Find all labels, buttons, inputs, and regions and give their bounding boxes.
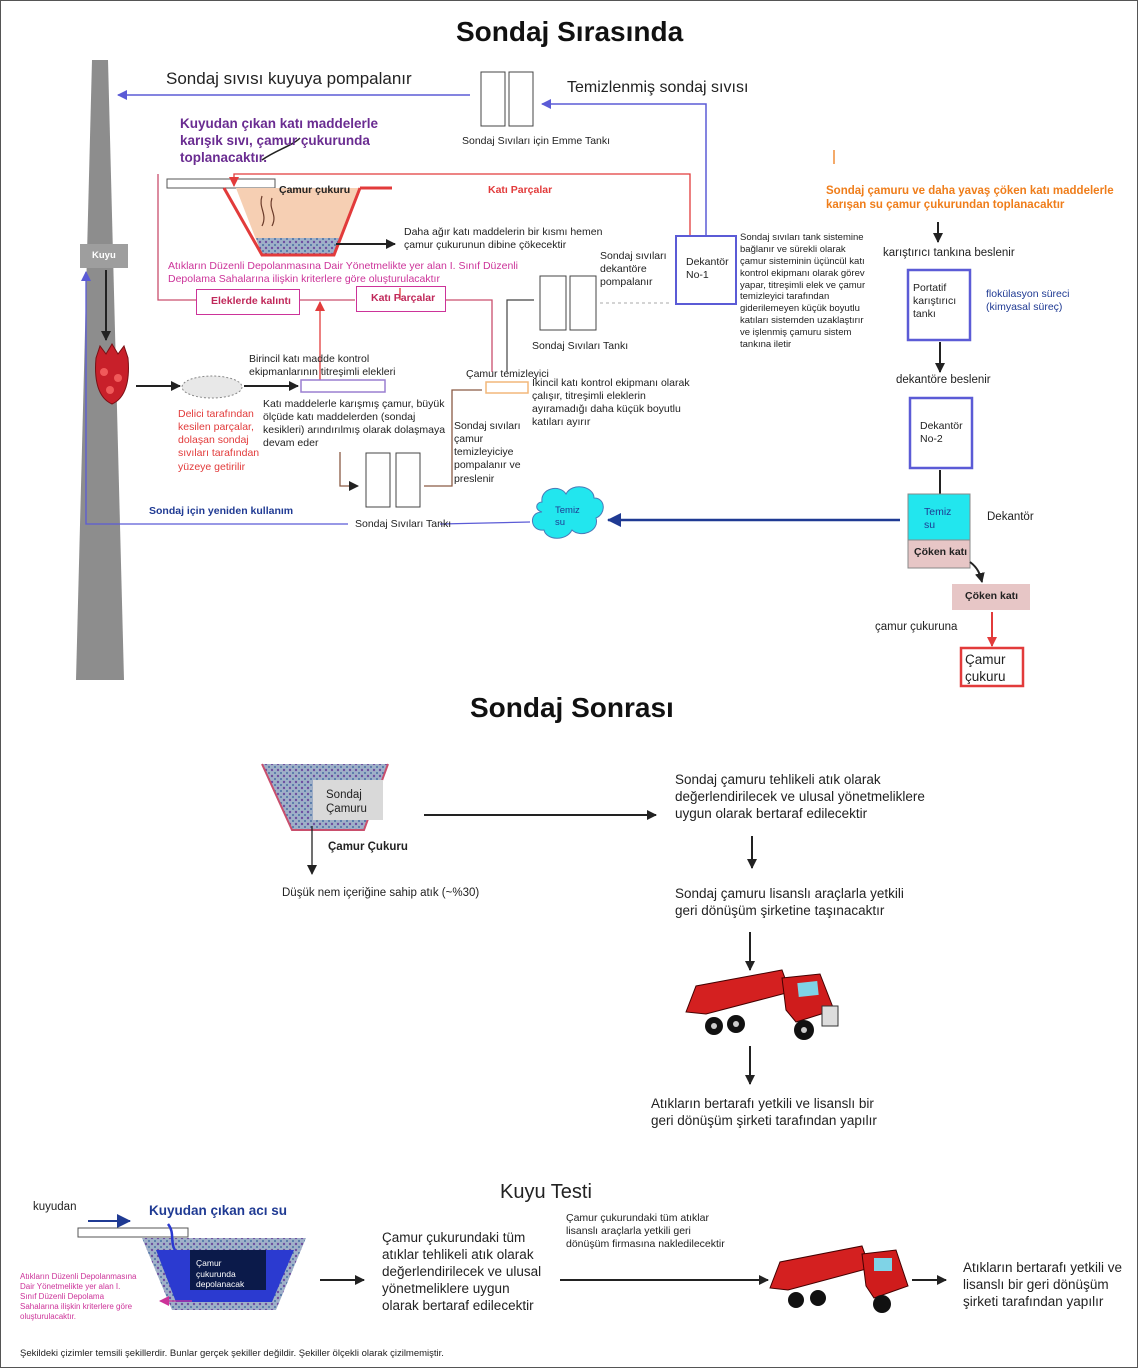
clean-water-label: Temiz su: [924, 506, 952, 532]
cleaned-fluid-label: Temizlenmiş sondaj sıvısı: [567, 79, 749, 96]
footer-note: Şekildeki çizimler temsili şekillerdir. …: [20, 1348, 444, 1359]
during-title: Sondaj Sırasında: [456, 16, 684, 47]
landfill-note: Atıkların Düzenli Depolanmasına Dair Yön…: [168, 260, 518, 286]
solids-label-mid: Katı Parçalar: [371, 292, 436, 304]
primary-sieves-label: Birincil katı madde kontrol ekipmanların…: [249, 353, 396, 379]
test-disposal-label: Atıkların bertarafı yetkili ve lisanslı …: [963, 1260, 1123, 1309]
to-pit-label: çamur çukuruna: [875, 621, 958, 633]
after-title: Sondaj Sonrası: [470, 692, 674, 723]
after-pit-label: Çamur Çukuru: [328, 841, 408, 853]
tanker-truck-icon-2: [769, 1245, 909, 1313]
mud-pit-label: Çamur çukuru: [279, 184, 351, 196]
fluid-tank-low: [365, 452, 421, 508]
flocculation-label: flokülasyon süreci (kimyasal süreç): [986, 288, 1070, 314]
test-landfill-note: Atıkların Düzenli Depolanmasına Dair Yön…: [20, 1272, 137, 1321]
test-transport-label: Çamur çukurundaki tüm atıklar lisanslı a…: [566, 1212, 725, 1251]
secondary-label: İkincil katı kontrol ekipmanı olarak çal…: [532, 377, 690, 429]
fed-to-mixer-label: karıştırıcı tankına beslenir: [883, 247, 1015, 259]
pit-store-label: Çamur çukurunda depolanacak: [196, 1258, 245, 1290]
low-moisture-label: Düşük nem içeriğine sahip atık (~%30): [282, 887, 480, 899]
pit-box-label: Çamur çukuru: [965, 652, 1006, 684]
suction-tank: [480, 71, 534, 127]
after-mud-label: Sondaj Çamuru: [326, 789, 367, 816]
test-hazardous-label: Çamur çukurundaki tüm atıklar tehlikeli …: [382, 1230, 542, 1313]
solids-box: Katı Parçalar: [356, 286, 446, 312]
sieve-residue-box: Eleklerde kalıntı: [196, 289, 300, 315]
heavy-solids-label: Daha ağır katı maddelerin bir kısmı heme…: [404, 226, 603, 252]
from-well-label: kuyudan: [33, 1201, 77, 1213]
brine-label: Kuyudan çıkan acı su: [149, 1203, 288, 1218]
drill-bit-icon: [95, 343, 129, 405]
decanter1-desc: Sondaj sıvıları tank sistemine bağlanır …: [740, 232, 866, 350]
fluid-tank-1-label: Sondaj Sıvıları Tankı: [532, 340, 629, 352]
fed-to-decanter-label: dekantöre beslenir: [896, 374, 991, 386]
settled-label: Çöken katı: [914, 546, 968, 558]
orange-note: Sondaj çamuru ve daha yavaş çöken katı m…: [826, 185, 1114, 212]
settled-label-2: Çöken katı: [965, 590, 1019, 602]
well-label: Kuyu: [92, 250, 116, 261]
tanker-truck-icon: [685, 969, 839, 1040]
mud-pit: [166, 178, 362, 257]
pumped-to-well-label: Sondaj sıvısı kuyuya pompalanır: [166, 69, 412, 88]
decanter2-label: Dekantör No-2: [920, 420, 963, 446]
reuse-label: Sondaj için yeniden kullanım: [149, 505, 294, 517]
test-mud-pit: [77, 1223, 306, 1310]
after-mud-pit: [261, 763, 389, 831]
fluid-tank-mid: [539, 275, 597, 331]
cleaned-circ-label: Katı maddelerle karışmış çamur, büyük öl…: [263, 398, 446, 450]
after-transport-label: Sondaj çamuru lisanslı araçlarla yetkili…: [675, 886, 904, 918]
after-hazardous-label: Sondaj çamuru tehlikeli atık olarak değe…: [675, 772, 925, 821]
cloud-label: Temiz su: [555, 505, 580, 528]
pumped-to-cleaner-label: Sondaj sıvıları çamur temizleyiciye pomp…: [454, 420, 521, 485]
cloud-icon: [532, 486, 604, 539]
pumped-to-decanter-label: Sondaj sıvıları dekantöre pompalanır: [600, 250, 667, 289]
test-title: Kuyu Testi: [500, 1181, 592, 1203]
cuttings-label: Delici tarafından kesilen parçalar, dola…: [178, 408, 260, 473]
sieve-residue-label: Eleklerde kalıntı: [211, 295, 291, 307]
decanter1-label: Dekantör No-1: [686, 256, 729, 282]
portable-mixer-label: Portatif karıştırıcı tankı: [913, 282, 957, 321]
after-disposal-label: Atıkların bertarafı yetkili ve lisanslı …: [651, 1096, 877, 1128]
decanter-label: Dekantör: [987, 511, 1034, 523]
solids-collected-label: Kuyudan çıkan katı maddelerle karışık sı…: [180, 116, 379, 165]
fluid-tank-2-label: Sondaj Sıvıları Tankı: [355, 518, 452, 530]
suction-tank-label: Sondaj Sıvıları için Emme Tankı: [462, 135, 611, 147]
mud-cleaner-label: Çamur temizleyici: [466, 368, 549, 380]
solids-label-top: Katı Parçalar: [488, 184, 553, 196]
